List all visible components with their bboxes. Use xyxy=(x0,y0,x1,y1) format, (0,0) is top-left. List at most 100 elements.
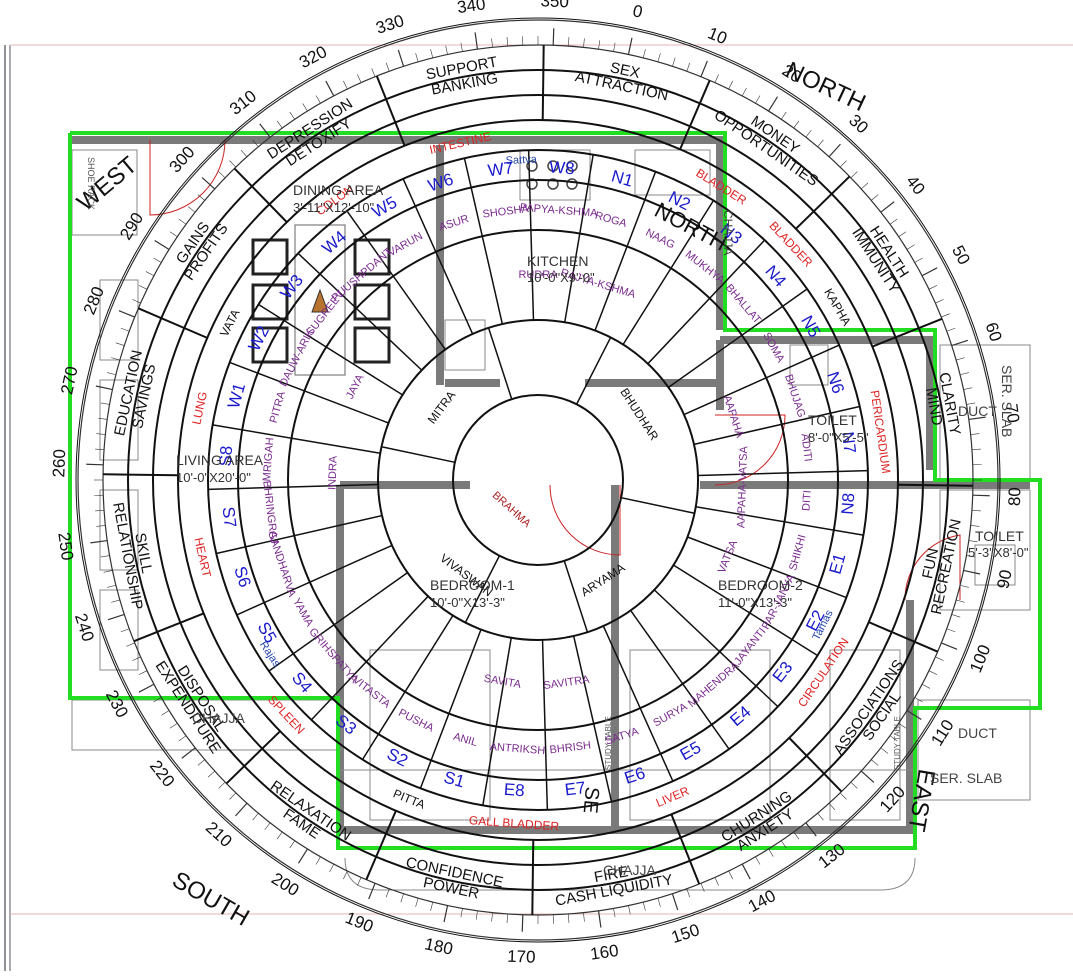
devta-label: BHUJAG xyxy=(782,373,807,419)
duct-label-1: DUCT xyxy=(958,403,997,419)
dining-area-size: 3'-11"X12'-10" xyxy=(293,200,374,215)
kitchen-label: KITCHEN xyxy=(527,253,588,269)
degree-label: 50 xyxy=(948,242,974,268)
degree-label: 240 xyxy=(71,611,98,644)
devta-label: BHRINGRAJ xyxy=(260,480,280,545)
devta-label: VARUN xyxy=(386,230,425,259)
devta-label: SHIKHI xyxy=(787,533,808,572)
degree-label: 270 xyxy=(57,365,81,397)
duct-label-2: DUCT xyxy=(958,725,997,741)
devta-label: DITI xyxy=(800,490,814,512)
devta-label: BHRISH xyxy=(549,740,592,757)
degree-label: 340 xyxy=(456,0,487,17)
pada-label: W7 xyxy=(487,158,515,180)
degree-label: 250 xyxy=(54,531,77,562)
pada-label: N4 xyxy=(761,262,790,291)
pada-label: S2 xyxy=(384,744,411,770)
kitchen-size: 10'-0"X9'-0" xyxy=(527,270,595,285)
degree-label: 330 xyxy=(374,11,407,38)
devta-label: YAMA xyxy=(290,596,316,629)
degree-label: 100 xyxy=(966,642,994,675)
organ-label: PITTA xyxy=(391,786,427,811)
degree-label: 260 xyxy=(49,449,69,478)
pada-label: N1 xyxy=(609,166,635,190)
devta-label: ANIL xyxy=(452,731,479,749)
southeast-label: SE xyxy=(579,786,603,815)
devta-label: ANTRIKSH xyxy=(489,741,545,757)
devta-label: GRIHSPATYA xyxy=(306,626,360,686)
degree-label: 320 xyxy=(296,42,330,72)
degree-label: 350 xyxy=(540,0,569,11)
devta-label: AAPAHA xyxy=(721,394,746,440)
shoe-rack-label: SHOE RACK xyxy=(86,157,96,210)
pada-label: E5 xyxy=(677,738,704,765)
guna-label: Rajas xyxy=(257,639,283,670)
pada-label: E8 xyxy=(503,780,525,801)
pada-label: E4 xyxy=(726,702,754,730)
degree-label: 220 xyxy=(146,757,178,791)
degree-label: 60 xyxy=(982,320,1006,344)
degree-label: 160 xyxy=(589,941,620,964)
degree-label: 190 xyxy=(343,908,376,936)
pada-label: E1 xyxy=(826,551,850,576)
chajja-label-west: CHAJJA xyxy=(192,710,245,726)
chajja-label-north: CHAJJA xyxy=(721,210,735,255)
dining-area-label: DINING AREA xyxy=(293,182,383,198)
service-slab-label-2: SER. SLAB xyxy=(930,770,1002,786)
devta-label: JAYA xyxy=(344,372,367,401)
south-label: SOUTH xyxy=(167,866,253,931)
devta-label: INDRA xyxy=(326,455,339,490)
devta-label: SURYA xyxy=(651,701,690,730)
devta-label: SAVITRA xyxy=(543,674,591,692)
devta-label: MAHENDRA xyxy=(686,659,742,710)
pada-label: S1 xyxy=(442,768,467,792)
core-devta-label: BHUDHAR xyxy=(617,385,661,443)
living-area-label: LIVING AREA xyxy=(176,452,263,468)
devta-label: SOMA xyxy=(760,330,787,365)
bedroom-1-label: BEDROOM-1 xyxy=(430,577,515,593)
pada-label: N8 xyxy=(838,492,859,515)
toilet-1-size: 8'-0"X5'-5" xyxy=(808,430,868,445)
pada-label: N6 xyxy=(823,369,848,396)
devta-label: PITRA xyxy=(268,389,288,424)
degree-label: 280 xyxy=(80,284,108,317)
organ-label: VATA xyxy=(217,307,242,339)
pada-label: W6 xyxy=(426,170,456,196)
bedroom-2-label: BEDROOM-2 xyxy=(718,577,803,593)
living-area-size: 10'-0"X20'-0" xyxy=(176,470,251,485)
devta-label: ROGA xyxy=(594,210,629,230)
degree-label: 200 xyxy=(268,869,302,900)
toilet-1-label: TOILET xyxy=(808,412,857,428)
devta-label: PUSHA xyxy=(396,707,436,735)
pada-label: W3 xyxy=(276,271,307,303)
organ-label: KAPHA xyxy=(821,286,853,328)
north-label: NORTH xyxy=(781,57,869,117)
organ-label: LUNG xyxy=(189,390,210,426)
devta-label: MRIGAH xyxy=(261,437,276,482)
core-devta-label: MITRA xyxy=(425,388,459,426)
degree-label: 180 xyxy=(423,934,455,958)
pada-label: E3 xyxy=(769,658,797,686)
pada-label: W1 xyxy=(224,381,249,411)
degree-label: 310 xyxy=(226,86,260,118)
bedroom-2-size: 11'-0"X13'-3" xyxy=(718,595,792,610)
core-devta-label: ARYAMA xyxy=(578,561,627,600)
bedroom-1-size: 10'-0"X13'-3" xyxy=(430,595,505,610)
chajja-label-south: CHAJJA xyxy=(603,862,656,878)
pada-label: S4 xyxy=(288,668,316,696)
toilet-2-size: 5'-3"X8'-0" xyxy=(968,545,1028,560)
west-label: WEST xyxy=(72,151,143,216)
brahma-label: BRAHMA xyxy=(490,489,533,530)
pada-label: S5 xyxy=(254,619,281,646)
study-table-label-2: STUDY TABLE xyxy=(893,716,902,770)
degree-label: 90 xyxy=(993,568,1016,590)
degree-label: 150 xyxy=(669,920,702,947)
toilet-2-label: TOILET xyxy=(975,528,1024,544)
pada-label: S7 xyxy=(219,506,240,529)
service-slab-label-1: SER. SLAB xyxy=(999,365,1015,437)
degree-label: 40 xyxy=(902,172,929,199)
degree-label: 80 xyxy=(1005,487,1025,507)
degree-label: 170 xyxy=(507,947,536,967)
